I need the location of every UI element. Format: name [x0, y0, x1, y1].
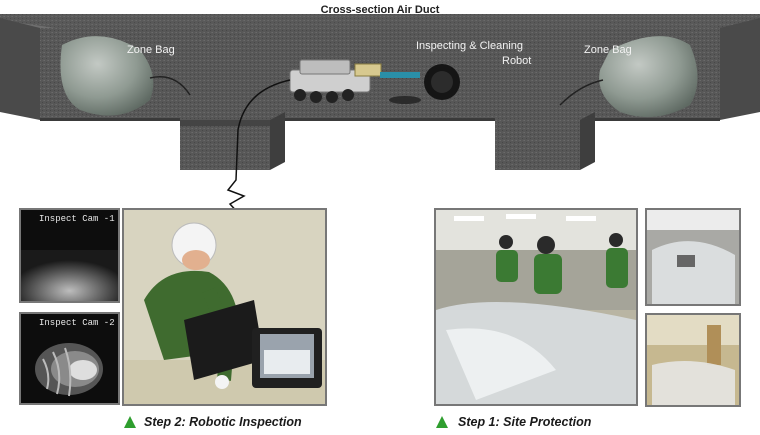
site-protection-photo — [434, 208, 638, 406]
diagram-title: Cross-section Air Duct — [320, 4, 440, 16]
covered-office-photo-1 — [645, 208, 741, 306]
technician-scene — [124, 222, 325, 404]
covered-office-scene-1 — [647, 210, 739, 304]
brush-icon — [424, 64, 460, 100]
robot — [289, 59, 460, 104]
inspect-cam-1-label: Inspect Cam -1 — [39, 214, 115, 224]
technician-photo — [122, 208, 327, 406]
covered-office-scene-2 — [647, 315, 739, 405]
step-1-caption: Step 1: Site Protection — [458, 415, 592, 429]
step-1-marker-icon — [436, 416, 448, 428]
inspect-cam-2-label: Inspect Cam -2 — [39, 318, 115, 328]
office-scene — [436, 210, 636, 404]
covered-office-photo-2 — [645, 313, 741, 407]
duct-tunnel-image — [35, 343, 103, 397]
zone-bag-left-label: Zone Bag — [127, 44, 175, 56]
zone-bag-right-label: Zone Bag — [584, 44, 632, 56]
robot-label-line1: Inspecting & Cleaning — [416, 40, 524, 52]
zone-bag-left — [60, 36, 191, 116]
inspect-cam-1-view: Inspect Cam -1 — [19, 208, 120, 303]
step-2-marker-icon — [124, 416, 136, 428]
cable — [226, 79, 291, 215]
duct-interior-image — [21, 250, 118, 301]
inspect-cam-2-view: Inspect Cam -2 — [19, 312, 120, 405]
robot-label-line2: Robot — [502, 55, 532, 67]
step-2-caption: Step 2: Robotic Inspection — [144, 415, 302, 429]
zone-bag-right — [559, 36, 698, 118]
air-duct-cross-section — [0, 14, 760, 215]
